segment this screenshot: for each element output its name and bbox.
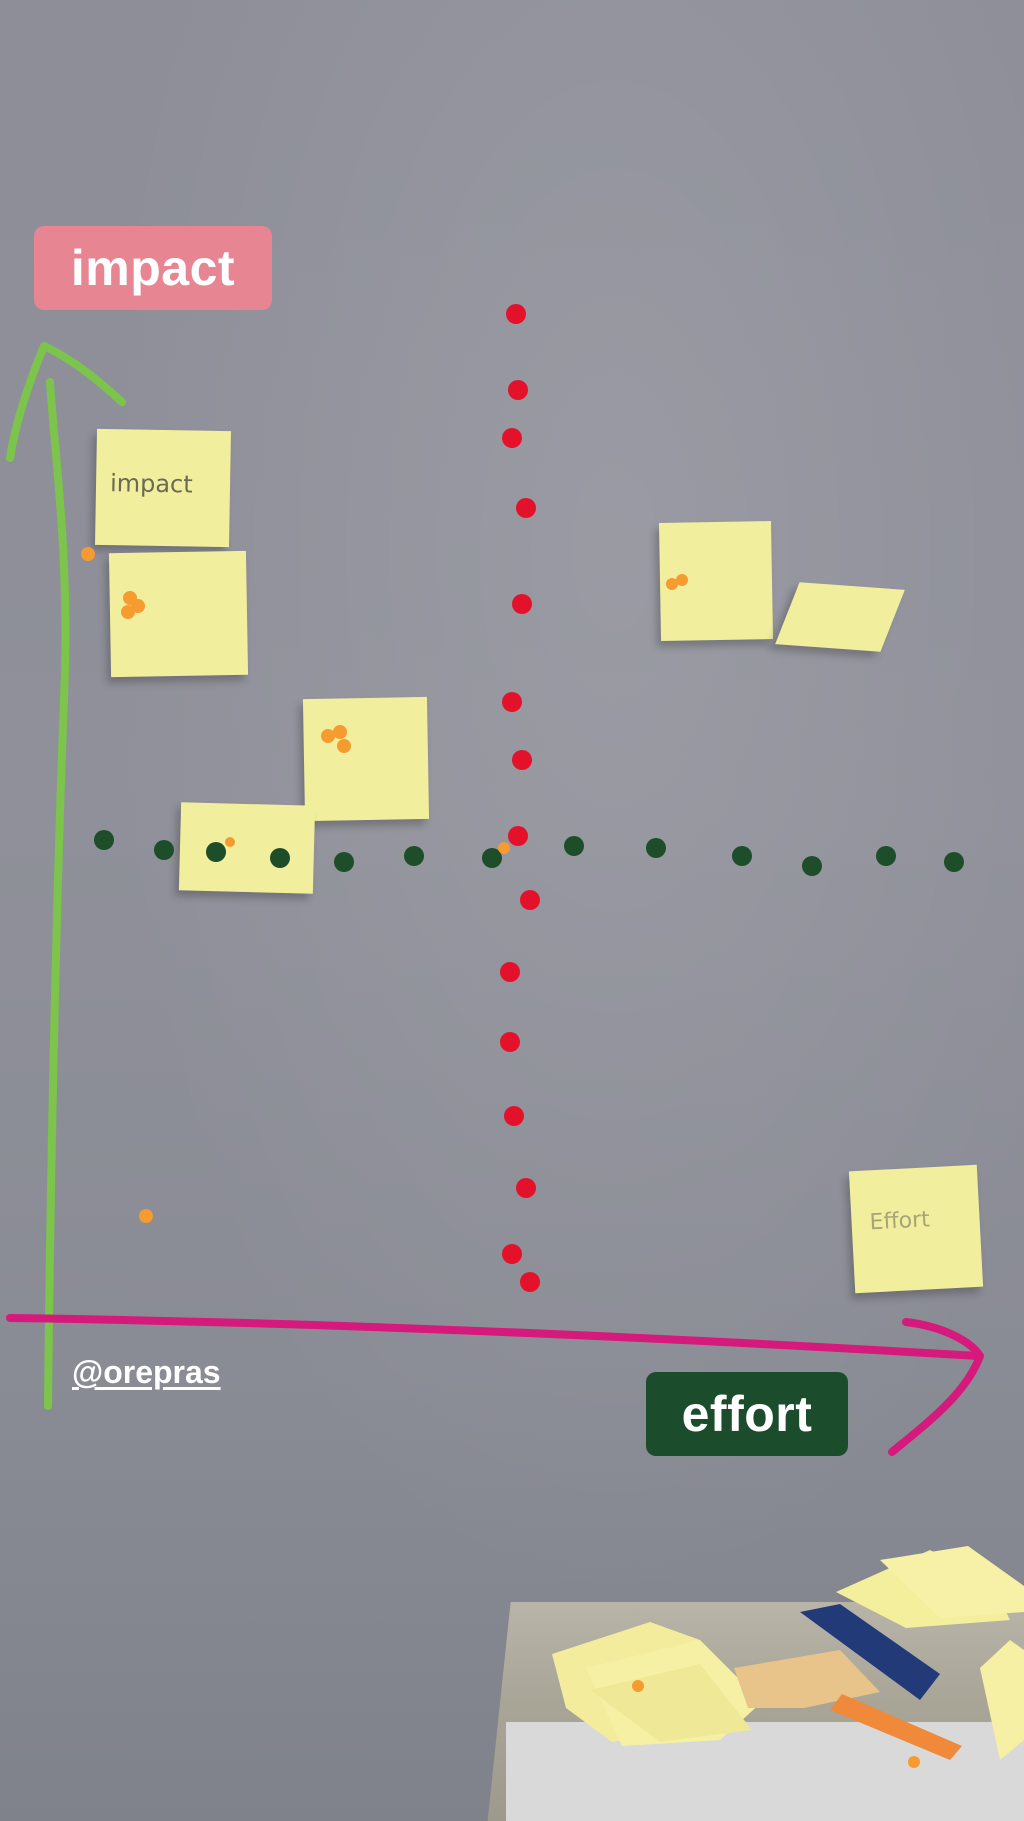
effort-label-sticker: effort: [646, 1372, 848, 1456]
sticky-note-top-left: [108, 550, 249, 678]
sticky-note-impact: impact: [94, 428, 232, 548]
desk-drawer: [506, 1722, 1024, 1821]
sticky-note-on-axis: [178, 802, 316, 894]
sticky-note-center-left: [302, 696, 430, 822]
mention-tag[interactable]: @orepras: [72, 1354, 221, 1391]
sticky-note-effort-text: Effort: [868, 1207, 931, 1236]
red-dot-line-vertical: [500, 304, 540, 1292]
sticky-note-top-right: [658, 521, 774, 641]
sticky-note-impact-text: impact: [109, 469, 193, 499]
sticky-note-effort: Effort: [848, 1164, 984, 1294]
mention-handle[interactable]: @orepras: [72, 1354, 221, 1390]
impact-label-sticker: impact: [34, 226, 272, 310]
sticky-note-far-right: [775, 582, 905, 652]
